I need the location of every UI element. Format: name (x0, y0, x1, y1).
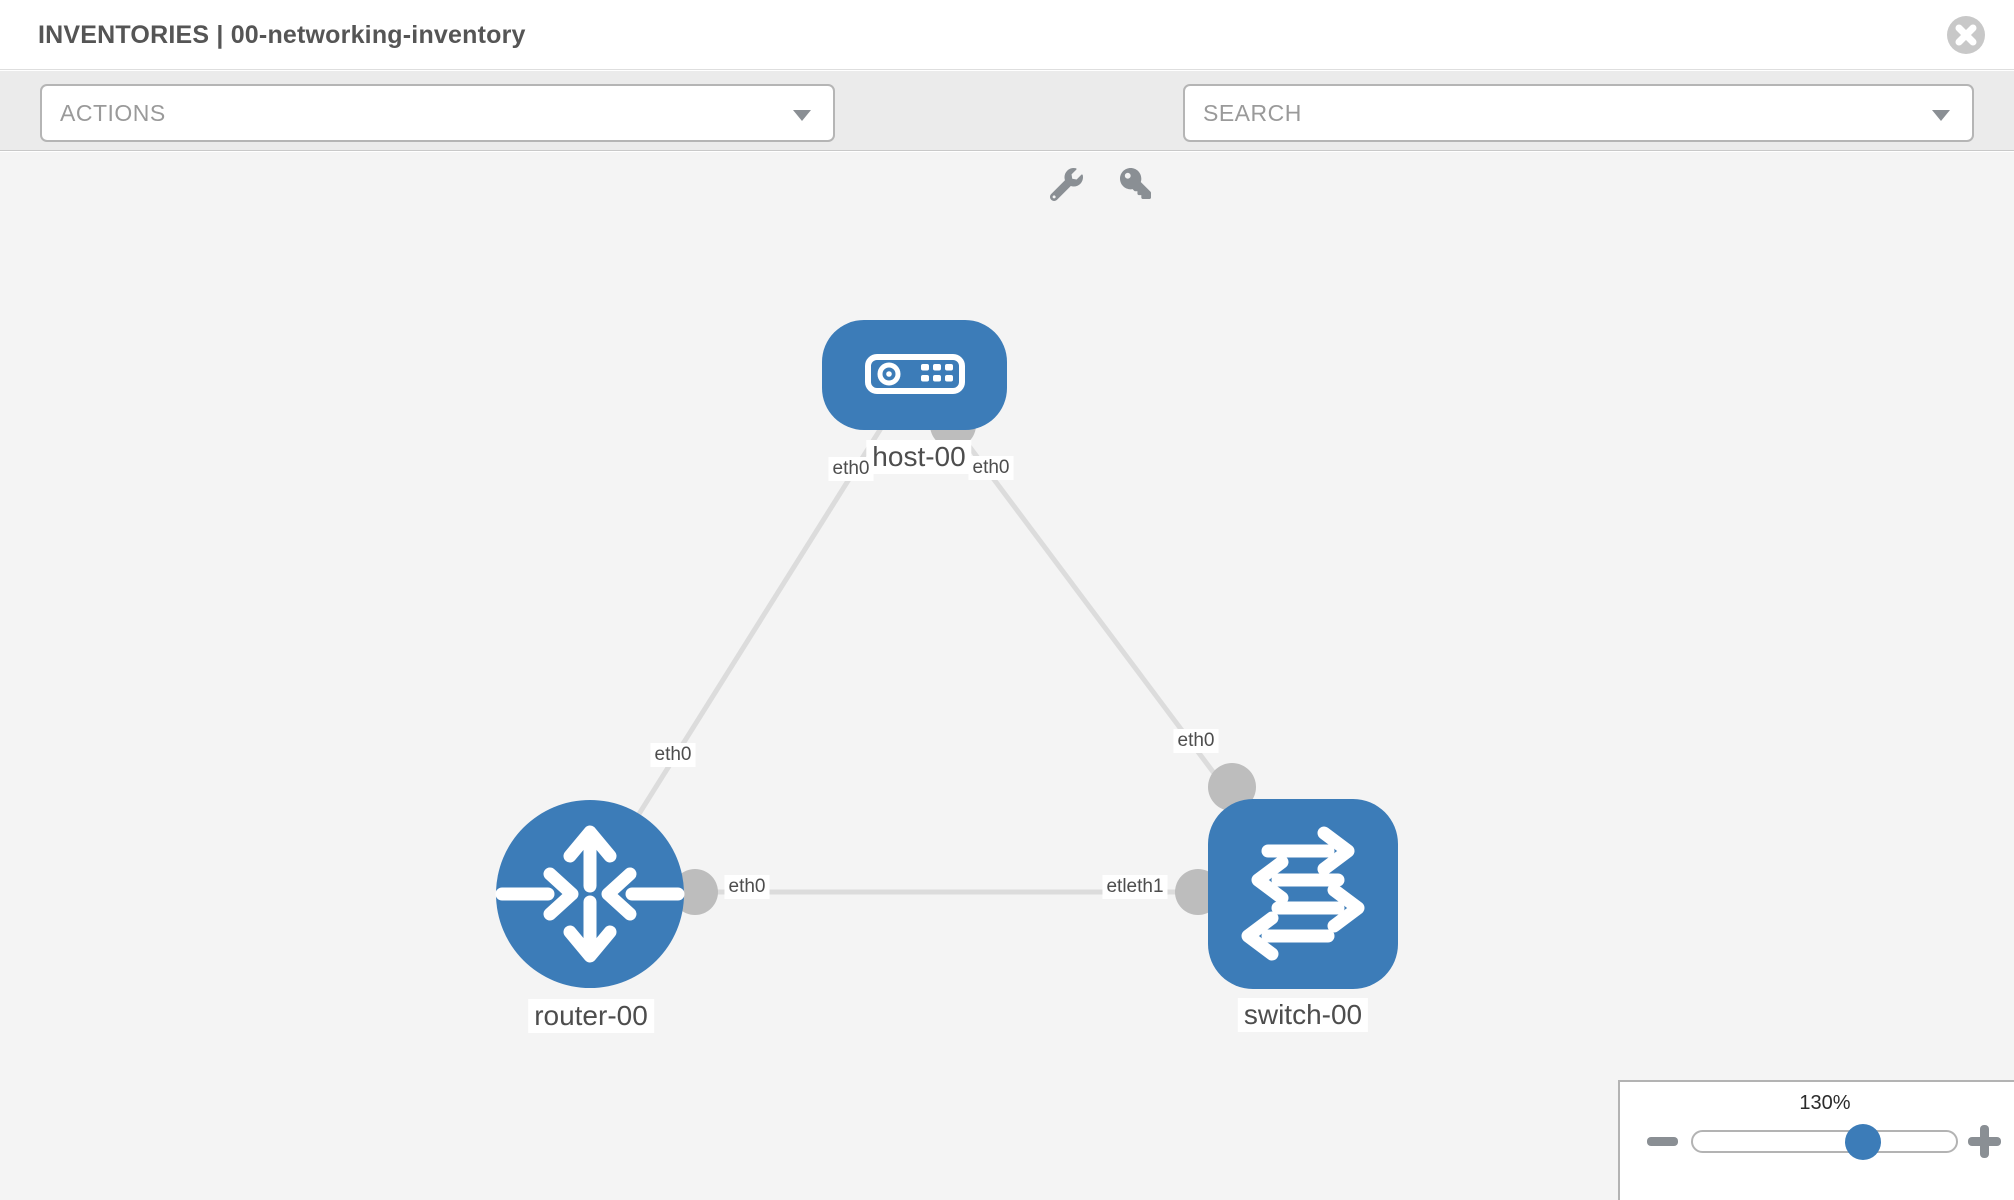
node-router[interactable] (495, 800, 685, 988)
node-switch[interactable] (1208, 799, 1398, 989)
topology-canvas[interactable]: host-00 router-00 switch-00 eth0 eth0 et… (0, 152, 2014, 1200)
x-icon (1955, 24, 1977, 46)
header: INVENTORIES | 00-networking-inventory (0, 0, 2014, 70)
node-label-router: router-00 (528, 999, 654, 1033)
interface-label: eth0 (828, 457, 874, 481)
interface-label: eth0 (968, 456, 1014, 480)
key-icon[interactable] (1120, 168, 1151, 199)
node-label-host: host-00 (866, 440, 972, 474)
actions-dropdown-label: ACTIONS (60, 100, 166, 126)
search-dropdown-label: SEARCH (1203, 100, 1302, 126)
topology-graph (495, 320, 1398, 989)
toolbar: ACTIONS SEARCH (0, 71, 2014, 201)
node-host[interactable] (822, 320, 1007, 430)
zoom-level-value: 130% (1799, 1092, 1851, 1114)
server-icon (865, 354, 965, 394)
interface-label: eth0 (1173, 729, 1219, 753)
close-button[interactable] (1946, 15, 1986, 55)
search-dropdown[interactable]: SEARCH (1183, 84, 1974, 142)
zoom-out-button[interactable] (1647, 1137, 1678, 1146)
interface-label: eth0 (724, 875, 770, 899)
switch-icon (1241, 826, 1365, 961)
actions-dropdown[interactable]: ACTIONS (40, 84, 835, 142)
wrench-icon[interactable] (1050, 168, 1083, 201)
interface-label: etleth1 (1102, 875, 1168, 899)
zoom-slider[interactable] (1691, 1130, 1958, 1153)
connector-switch-top[interactable] (1208, 763, 1256, 811)
chevron-down-icon (793, 110, 811, 121)
zoom-panel: 130% (1618, 1080, 2014, 1200)
interface-label: eth0 (650, 743, 696, 767)
page-title: INVENTORIES | 00-networking-inventory (38, 21, 526, 49)
zoom-in-button[interactable] (1968, 1125, 2001, 1158)
chevron-down-icon (1932, 110, 1950, 121)
interface-connectors (672, 402, 1256, 915)
zoom-slider-thumb[interactable] (1845, 1124, 1881, 1160)
router-icon (495, 825, 685, 963)
node-label-switch: switch-00 (1237, 998, 1369, 1032)
